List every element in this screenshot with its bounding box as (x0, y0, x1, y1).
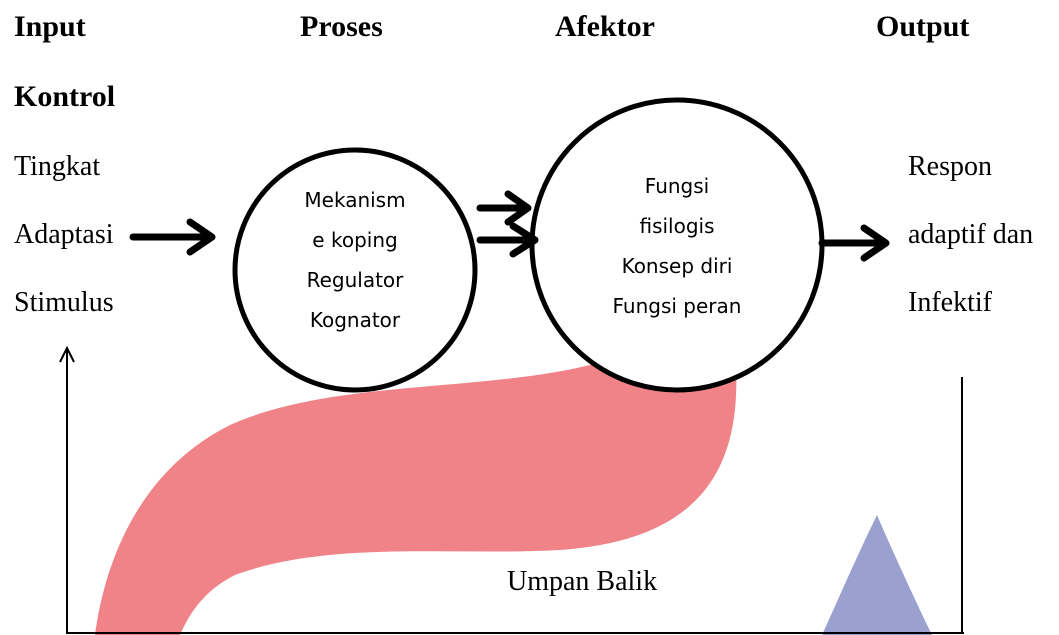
output-label-adaptif: adaptif dan (908, 219, 1034, 250)
proses-to-afektor-arrow-lower (476, 222, 539, 258)
feedback-loop-lines (59, 345, 964, 634)
input-label-stimulus: Stimulus (14, 287, 114, 318)
input-label-tingkat: Tingkat (14, 151, 101, 182)
proses-text-line-3: Regulator (306, 268, 404, 292)
output-label-respon: Respon (908, 151, 992, 182)
input-to-proses-arrow (129, 218, 216, 256)
afektor-header: Afektor (555, 10, 655, 43)
afektor-text-line-4: Fungsi peran (612, 294, 742, 318)
afektor-text-line-3: Konsep diri (621, 254, 733, 278)
afektor-text-line-2: fisilogis (639, 214, 715, 238)
input-label-adaptasi: Adaptasi (14, 219, 114, 250)
proses-text-line-2: e koping (312, 228, 398, 252)
proses-text-line-4: Kognator (309, 308, 401, 332)
proses-text-line-1: Mekanism (304, 188, 406, 212)
feedback-label: Umpan Balik (507, 566, 658, 597)
proses-circle (232, 147, 478, 393)
input-header: Input (14, 10, 86, 43)
kontrol-header: Kontrol (14, 80, 116, 113)
output-header: Output (876, 10, 970, 43)
proses-to-afektor-arrow-upper (476, 190, 532, 226)
afektor-circle (529, 97, 825, 393)
blue-peak-shape (822, 515, 932, 635)
red-wave-shape (95, 352, 737, 635)
proses-header: Proses (300, 10, 383, 43)
output-label-infektif: Infektif (908, 287, 992, 318)
afektor-to-output-arrow (818, 224, 890, 262)
afektor-text-line-1: Fungsi (644, 174, 710, 198)
